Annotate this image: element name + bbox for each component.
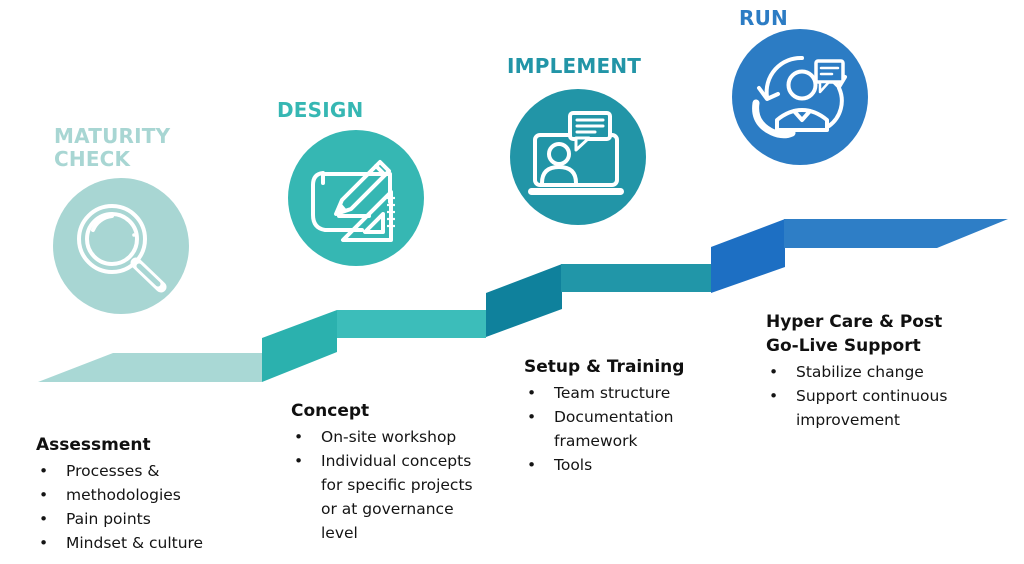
bullet-item: •Support continuous improvement bbox=[769, 387, 948, 429]
bullet-item: •Stabilize change bbox=[769, 363, 924, 381]
stage-circle-design bbox=[288, 130, 424, 266]
bullet-item: •Mindset & culture bbox=[39, 534, 204, 552]
stair-tread-3 bbox=[561, 264, 711, 292]
stage-title-design: DESIGN bbox=[277, 98, 364, 122]
stair-riser-2 bbox=[486, 264, 562, 337]
stage-circle-maturity-check bbox=[53, 178, 189, 314]
bullet-item: •Individual concepts for specific projec… bbox=[294, 452, 473, 542]
stair-tread-1 bbox=[38, 353, 262, 382]
block-assessment: Assessment •Processes & •methodologies •… bbox=[36, 433, 241, 555]
magnifier-icon bbox=[77, 204, 167, 293]
blueprint-pencil-icon bbox=[311, 160, 395, 242]
stage-title-implement: IMPLEMENT bbox=[507, 54, 642, 78]
stage-title-run: RUN bbox=[739, 6, 788, 30]
laptop-video-call-icon bbox=[528, 111, 624, 195]
stair-riser-1 bbox=[262, 310, 337, 382]
stair-riser-3 bbox=[711, 219, 785, 293]
block-concept: Concept •On-site workshop •Individual co… bbox=[291, 399, 506, 545]
stage-circle-run bbox=[732, 29, 868, 165]
bullet-item: •On-site workshop bbox=[294, 428, 457, 446]
bullet-item: •Documentation framework bbox=[527, 408, 674, 450]
stage-title-maturity-check: MATURITY CHECK bbox=[54, 124, 171, 171]
bullet-item: •Pain points bbox=[39, 510, 151, 528]
stair-tread-2 bbox=[337, 310, 486, 338]
block-title: Concept bbox=[291, 401, 370, 421]
bullet-list: •Team structure •Documentation framework… bbox=[524, 381, 719, 477]
block-title: Hyper Care & Post Go-Live Support bbox=[766, 312, 943, 356]
bullet-item: •Tools bbox=[527, 456, 593, 474]
block-setup-training: Setup & Training •Team structure •Docume… bbox=[524, 355, 719, 477]
block-title: Setup & Training bbox=[524, 357, 685, 377]
support-agent-icon bbox=[752, 55, 847, 139]
stair-tread-4 bbox=[784, 219, 1008, 248]
block-hyper-care: Hyper Care & Post Go-Live Support •Stabi… bbox=[766, 310, 996, 432]
stage-circle-implement bbox=[510, 89, 646, 225]
bullet-item: •Team structure bbox=[527, 384, 671, 402]
bullet-item: •methodologies bbox=[39, 486, 181, 504]
block-title: Assessment bbox=[36, 435, 151, 455]
bullet-item: •Processes & bbox=[39, 462, 160, 480]
bullet-list: •Processes & •methodologies •Pain points… bbox=[36, 459, 241, 555]
bullet-list: •Stabilize change •Support continuous im… bbox=[766, 360, 996, 432]
bullet-list: •On-site workshop •Individual concepts f… bbox=[291, 425, 506, 545]
